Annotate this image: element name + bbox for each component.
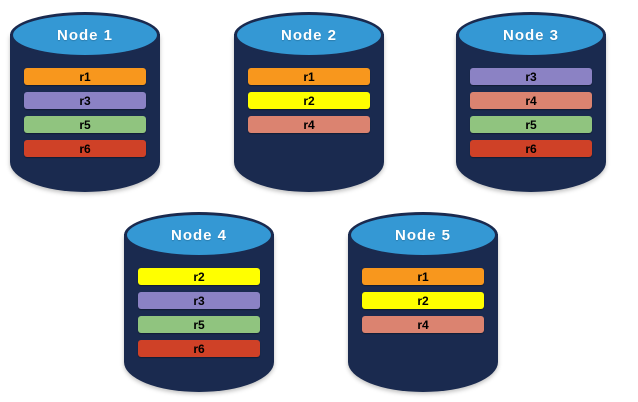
node-label: Node 5 (394, 226, 451, 244)
replica-r5: r5 (470, 116, 592, 133)
replica-stack: r1 r2 r4 (234, 68, 384, 133)
replica-r5: r5 (138, 316, 260, 333)
replica-r2: r2 (362, 292, 484, 309)
replica-r5: r5 (24, 116, 146, 133)
replica-label: r6 (79, 141, 91, 156)
replica-stack: r1 r2 r4 (348, 268, 498, 333)
cylinder-top-ellipse: Node 2 (234, 12, 384, 58)
database-node-2: Node 2 r1 r2 r4 (234, 12, 384, 192)
replica-stack: r2 r3 r5 r6 (124, 268, 274, 357)
database-node-1: Node 1 r1 r3 r5 r6 (10, 12, 160, 192)
cylinder-body (348, 234, 498, 392)
replica-r2: r2 (248, 92, 370, 109)
cylinder-top-ellipse: Node 1 (10, 12, 160, 58)
database-node-3: Node 3 r3 r4 r5 r6 (456, 12, 606, 192)
node-label: Node 1 (56, 26, 113, 44)
replica-label: r5 (79, 117, 91, 132)
database-node-5: Node 5 r1 r2 r4 (348, 212, 498, 392)
replica-r4: r4 (362, 316, 484, 333)
replica-r1: r1 (362, 268, 484, 285)
cylinder-body (10, 34, 160, 192)
replica-label: r4 (525, 93, 537, 108)
cylinder-body (124, 234, 274, 392)
replica-r1: r1 (24, 68, 146, 85)
replica-label: r4 (303, 117, 315, 132)
replica-label: r1 (303, 69, 315, 84)
replica-r3: r3 (470, 68, 592, 85)
replica-r6: r6 (138, 340, 260, 357)
replica-label: r2 (303, 93, 315, 108)
replica-label: r3 (525, 69, 537, 84)
cylinder-body (234, 34, 384, 192)
cylinder-top-ellipse: Node 3 (456, 12, 606, 58)
replica-r4: r4 (470, 92, 592, 109)
node-label: Node 4 (170, 226, 227, 244)
replica-label: r3 (193, 293, 205, 308)
replica-stack: r1 r3 r5 r6 (10, 68, 160, 157)
replica-r6: r6 (24, 140, 146, 157)
cylinder-top-ellipse: Node 4 (124, 212, 274, 258)
node-label: Node 3 (502, 26, 559, 44)
replica-r4: r4 (248, 116, 370, 133)
database-node-4: Node 4 r2 r3 r5 r6 (124, 212, 274, 392)
replica-label: r6 (193, 341, 205, 356)
replica-label: r5 (525, 117, 537, 132)
replica-r3: r3 (138, 292, 260, 309)
replica-label: r6 (525, 141, 537, 156)
replica-label: r4 (417, 317, 429, 332)
replica-r2: r2 (138, 268, 260, 285)
replica-label: r2 (193, 269, 205, 284)
replica-stack: r3 r4 r5 r6 (456, 68, 606, 157)
replica-label: r2 (417, 293, 429, 308)
cylinder-body (456, 34, 606, 192)
replica-label: r3 (79, 93, 91, 108)
replica-r3: r3 (24, 92, 146, 109)
node-label: Node 2 (280, 26, 337, 44)
replica-label: r1 (417, 269, 429, 284)
replica-r6: r6 (470, 140, 592, 157)
replica-label: r5 (193, 317, 205, 332)
cylinder-top-ellipse: Node 5 (348, 212, 498, 258)
replica-r1: r1 (248, 68, 370, 85)
replica-label: r1 (79, 69, 91, 84)
